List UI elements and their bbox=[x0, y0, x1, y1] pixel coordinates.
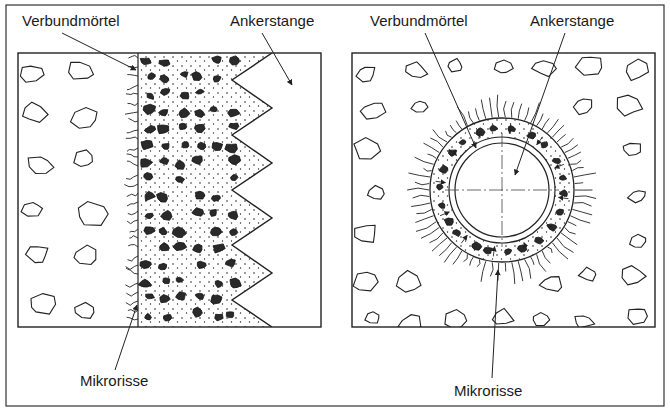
part-label: Mikrorisse bbox=[452, 382, 524, 400]
part-label: Mikrorisse bbox=[78, 372, 150, 390]
part-label: Verbundmörtel bbox=[368, 12, 470, 30]
outer-frame bbox=[6, 5, 664, 406]
longitudinal-section bbox=[20, 53, 272, 327]
part-label: Verbundmörtel bbox=[20, 12, 122, 30]
leader-lines bbox=[62, 33, 565, 378]
part-label: Ankerstange bbox=[528, 12, 616, 30]
anchor-thread bbox=[232, 53, 272, 327]
part-label: Ankerstange bbox=[228, 12, 316, 30]
cross-section bbox=[353, 57, 648, 327]
